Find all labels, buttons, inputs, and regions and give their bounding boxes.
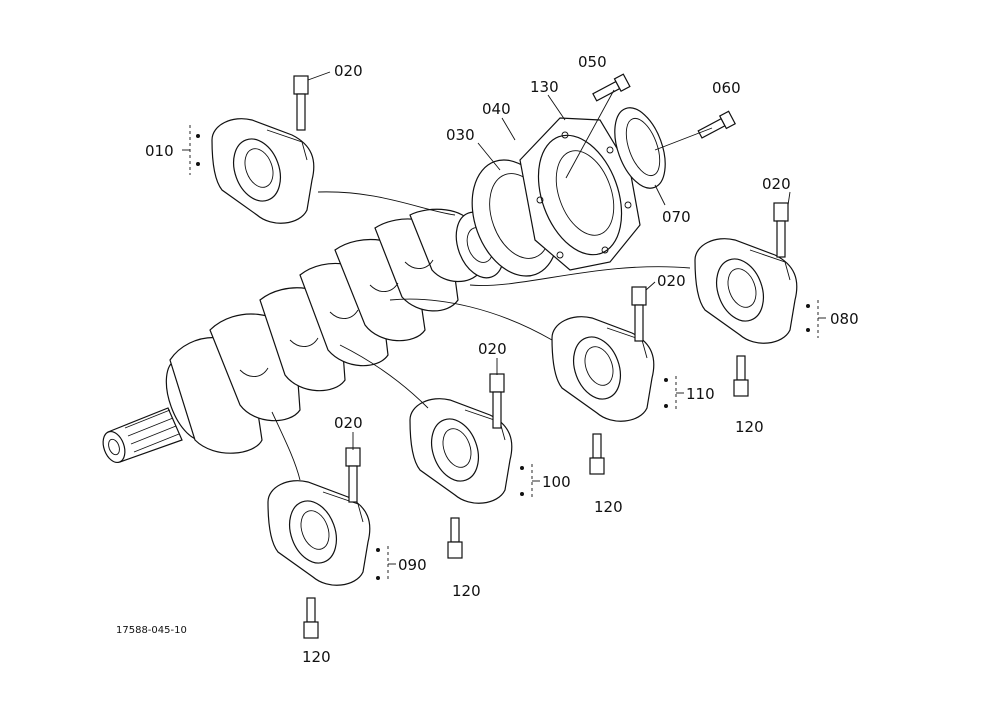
leaders [182,71,826,582]
callout-020-top: 020 [334,62,363,80]
bearing-case-100 [409,398,513,504]
callout-030: 030 [446,126,475,144]
crankshaft [102,208,505,464]
callout-050: 050 [578,53,607,71]
callout-020-left: 020 [334,414,363,432]
assembly-lines [271,89,713,481]
callout-020-mid: 020 [657,272,686,290]
callout-130: 130 [530,78,559,96]
bearing-case-110 [551,316,655,422]
callout-040: 040 [482,100,511,118]
callouts: 020 010 030 040 130 050 060 070 020 020 … [116,53,859,666]
callout-100: 100 [542,473,571,491]
callout-020-center: 020 [478,340,507,358]
callout-110: 110 [686,385,715,403]
callout-120-right: 120 [735,418,764,436]
callout-070: 070 [662,208,691,226]
bearing-case-010 [211,118,315,224]
callout-010: 010 [145,142,174,160]
callout-120-center: 120 [452,582,481,600]
callout-090: 090 [398,556,427,574]
bolts-020 [293,75,789,503]
bearing-case-080 [694,238,798,344]
rear-flange-assembly [471,73,736,277]
bolts-120 [303,355,749,639]
callout-120-bottom: 120 [302,648,331,666]
callout-020-right: 020 [762,175,791,193]
callout-060: 060 [712,79,741,97]
bearing-case-090 [267,480,371,586]
drawing-reference-code: 17588-045-10 [116,625,187,636]
callout-080: 080 [830,310,859,328]
callout-120-mid: 120 [594,498,623,516]
